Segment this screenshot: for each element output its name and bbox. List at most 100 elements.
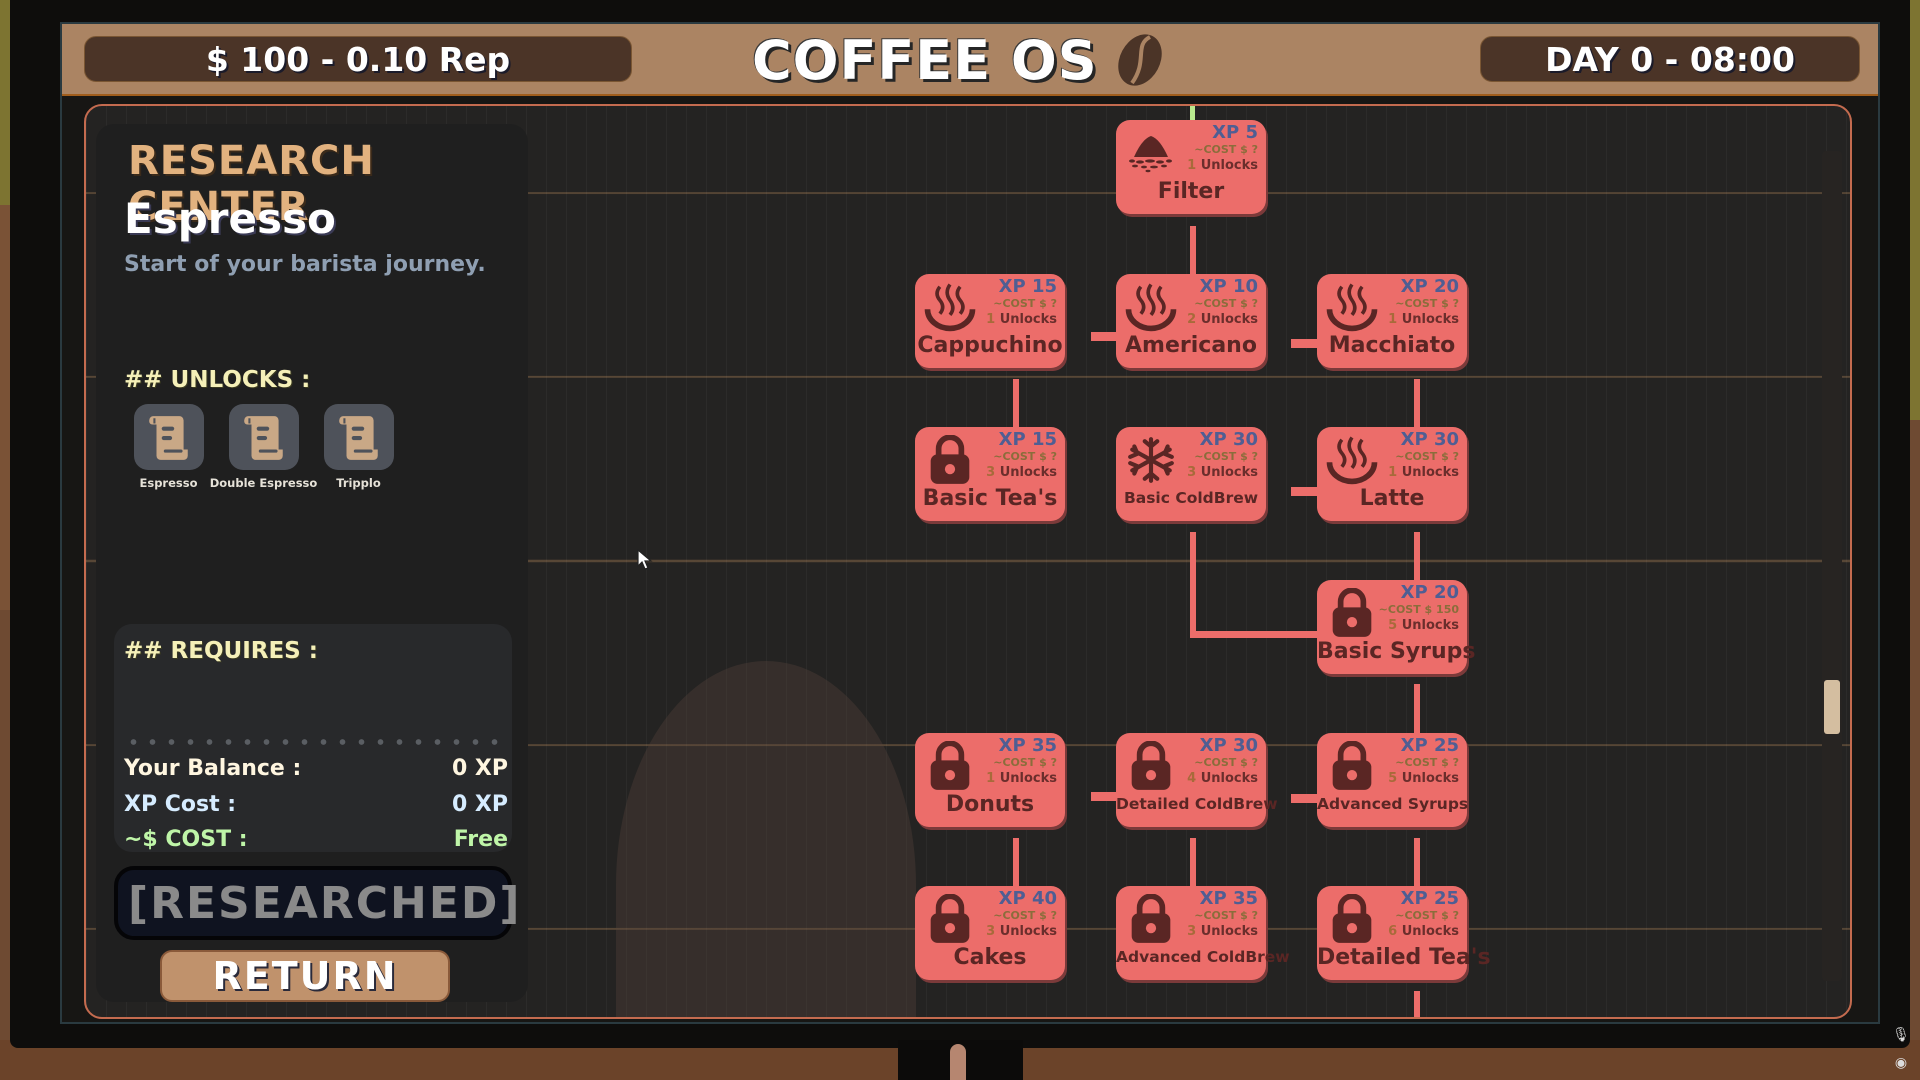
research-node-detailed-teas[interactable]: XP 25 ~COST $ ? 6 Unlocks Detailed Tea's [1317,886,1491,980]
node-cost: ~COST $ ? [1395,297,1459,310]
connector [1414,532,1420,592]
node-cost: ~COST $ 150 [1378,603,1459,616]
node-name: Cappuchino [917,333,1063,358]
connector [1414,379,1420,439]
node-cost: ~COST $ ? [1395,909,1459,922]
top-bar: $ 100 - 0.10 Rep COFFEE OS DAY 0 - 08:00 [62,24,1878,96]
node-xp: XP 30 [1199,429,1258,450]
unlock-item[interactable]: Tripplo [316,404,401,490]
unlock-item[interactable]: Espresso [126,404,211,490]
node-cost: ~COST $ ? [993,756,1057,769]
selected-item-description: Start of your barista journey. [124,252,486,277]
bracket-right: ] [499,877,522,929]
connector [1190,631,1365,638]
camera-view-icon[interactable]: ◉ [1894,1055,1908,1071]
research-node-basic-syrups[interactable]: XP 20 ~COST $ 150 5 Unlocks Basic Syrups [1317,580,1476,674]
app-title: COFFEE OS [752,28,1098,92]
hot-steam-icon [1124,282,1178,332]
node-xp: XP 15 [998,276,1057,297]
unlock-badge [228,404,299,470]
connector [1013,379,1019,439]
node-cost: ~COST $ ? [993,297,1057,310]
lock-icon [1325,741,1379,791]
requires-heading: ## REQUIRES : [124,638,318,664]
research-node-detailed-coldbrew[interactable]: XP 30 ~COST $ ? 4 Unlocks Detailed ColdB… [1116,733,1278,827]
unlock-label: Espresso [139,476,198,490]
node-xp: XP 25 [1400,888,1459,909]
unlock-item[interactable]: Double Espresso [210,404,317,490]
tree-scrollbar[interactable] [1822,151,1842,981]
return-button[interactable]: RETURN [160,950,450,1002]
researched-status-button[interactable]: [ RESEARCHED ] [114,866,520,940]
connector [1414,991,1420,1017]
lock-icon [1124,894,1178,944]
research-node-cakes[interactable]: XP 40 ~COST $ ? 3 Unlocks Cakes [915,886,1065,980]
research-view: XP 5 ~COST $ ? 1 Unlocks Filter XP 15 ~C… [84,104,1852,1019]
connector [1414,684,1420,744]
lock-icon [923,435,977,485]
lock-icon [1325,894,1379,944]
unlocks-heading: ## UNLOCKS : [124,367,311,393]
connector [1013,838,1019,898]
connector [1190,838,1196,898]
node-unlocks: 1 Unlocks [1388,465,1459,480]
hot-steam-icon [1325,282,1379,332]
research-node-basic-coldbrew[interactable]: XP 30 ~COST $ ? 3 Unlocks Basic ColdBrew [1116,427,1266,521]
research-node-cappuchino[interactable]: XP 15 ~COST $ ? 1 Unlocks Cappuchino [915,274,1065,368]
research-node-filter[interactable]: XP 5 ~COST $ ? 1 Unlocks Filter [1116,120,1266,214]
node-name: Basic ColdBrew [1123,489,1259,507]
node-cost: ~COST $ ? [1194,450,1258,463]
money-cost-value: Free [453,827,508,852]
node-unlocks: 6 Unlocks [1388,924,1459,939]
background-wall [0,205,12,610]
background-shape [616,661,916,1017]
node-unlocks: 1 Unlocks [1187,158,1258,173]
node-xp: XP 30 [1400,429,1459,450]
background-wall [0,0,12,205]
lock-icon [923,741,977,791]
coffee-os-screen: $ 100 - 0.10 Rep COFFEE OS DAY 0 - 08:00 [60,22,1880,1024]
node-cost: ~COST $ ? [1395,756,1459,769]
research-node-macchiato[interactable]: XP 20 ~COST $ ? 1 Unlocks Macchiato [1317,274,1467,368]
node-cost: ~COST $ ? [1194,756,1258,769]
node-unlocks: 1 Unlocks [1388,312,1459,327]
node-name: Advanced Syrups [1317,795,1469,813]
hot-steam-icon [1325,435,1379,485]
node-xp: XP 35 [998,735,1057,756]
research-node-donuts[interactable]: XP 35 ~COST $ ? 1 Unlocks Donuts [915,733,1065,827]
research-node-advanced-syrups[interactable]: XP 25 ~COST $ ? 5 Unlocks Advanced Syrup… [1317,733,1469,827]
node-xp: XP 20 [1400,276,1459,297]
node-xp: XP 15 [998,429,1057,450]
node-cost: ~COST $ ? [1194,143,1258,156]
unlock-label: Tripplo [336,476,381,490]
node-unlocks: 3 Unlocks [986,924,1057,939]
research-node-latte[interactable]: XP 30 ~COST $ ? 1 Unlocks Latte [1317,427,1467,521]
node-name: Detailed Tea's [1317,945,1491,970]
node-unlocks: 2 Unlocks [1187,312,1258,327]
node-name: Filter [1157,179,1225,204]
node-xp: XP 30 [1199,735,1258,756]
money-rep-display: $ 100 - 0.10 Rep [84,36,632,82]
node-unlocks: 3 Unlocks [986,465,1057,480]
node-unlocks: 5 Unlocks [1388,771,1459,786]
status-text: RESEARCHED [150,877,500,929]
node-unlocks: 1 Unlocks [986,771,1057,786]
node-unlocks: 3 Unlocks [1187,465,1258,480]
node-xp: XP 20 [1400,582,1459,603]
research-node-advanced-coldbrew[interactable]: XP 35 ~COST $ ? 3 Unlocks Advanced ColdB… [1116,886,1290,980]
microphone-icon[interactable]: 🎙 [1892,1027,1910,1043]
xp-cost-row: XP Cost : 0 XP [124,792,508,817]
background-wall [1908,0,1920,420]
connector [1190,226,1196,286]
research-node-basic-teas[interactable]: XP 15 ~COST $ ? 3 Unlocks Basic Tea's [915,427,1065,521]
tree-scrollbar-thumb[interactable] [1824,680,1840,734]
panel-title: RESEARCH CENTER [128,138,375,230]
coffee-bean-icon [1117,34,1162,86]
node-unlocks: 3 Unlocks [1187,924,1258,939]
node-xp: XP 40 [998,888,1057,909]
xp-cost-label: XP Cost : [124,792,237,817]
scroll-icon [336,412,382,462]
research-node-americano[interactable]: XP 10 ~COST $ ? 2 Unlocks Americano [1116,274,1266,368]
requires-box: ## REQUIRES : Your Balance : 0 XP XP Cos… [114,624,512,852]
money-cost-row: ~$ COST : Free [124,827,508,852]
